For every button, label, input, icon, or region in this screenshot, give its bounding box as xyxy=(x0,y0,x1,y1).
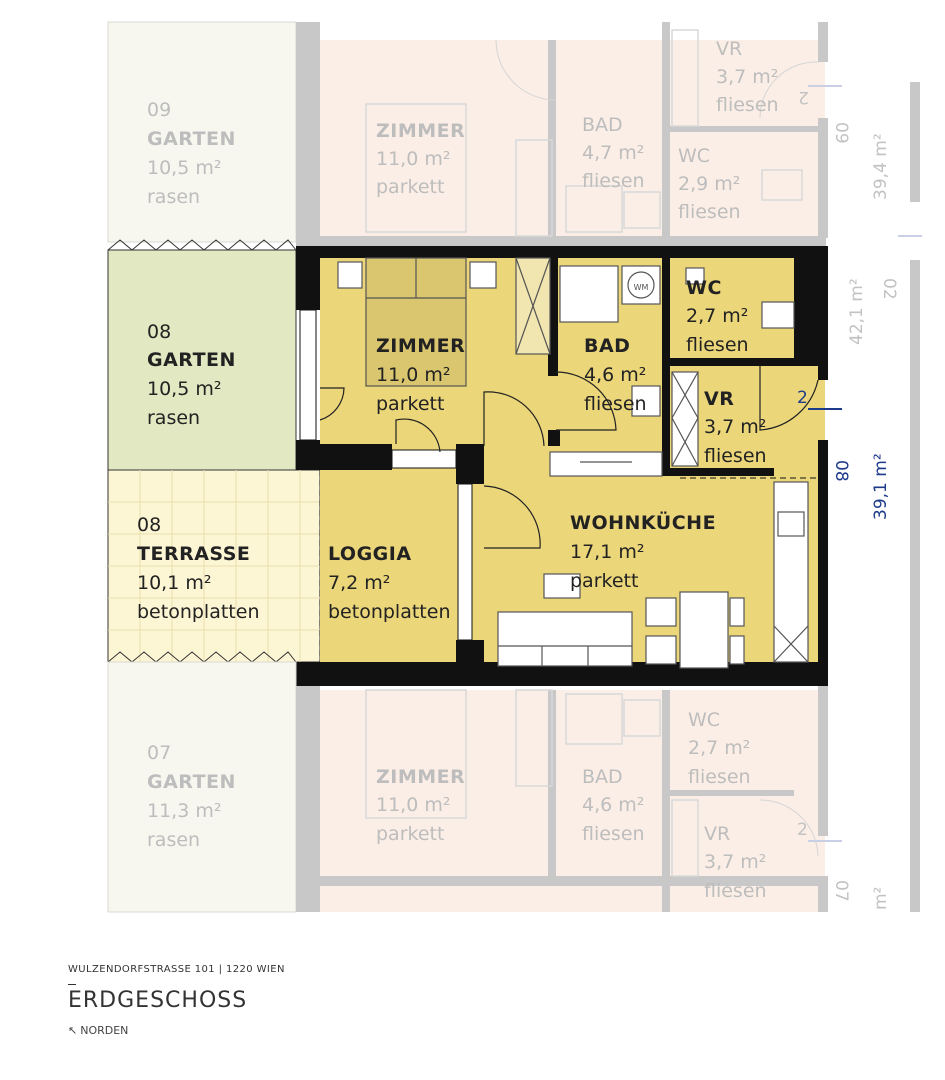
unit-07: 07 GARTEN 11,3 m² rasen ZIMMER 11,0 m² p… xyxy=(107,661,891,913)
vr-09-name: VR xyxy=(716,38,742,60)
garden-08-finish: rasen xyxy=(147,407,200,429)
floor-plan: 09 GARTEN 10,5 m² rasen ZIMMER 11,0 m² p… xyxy=(107,21,922,913)
garden-08-name: GARTEN xyxy=(147,349,236,371)
unit-09: 09 GARTEN 10,5 m² rasen ZIMMER 11,0 m² p… xyxy=(107,21,828,248)
zimmer-name: ZIMMER xyxy=(376,335,465,357)
wc-07-finish: fliesen xyxy=(688,766,751,788)
wc-name: WC xyxy=(686,277,722,299)
zimmer-area: 11,0 m² xyxy=(376,364,450,386)
bad-07-area: 4,6 m² xyxy=(582,794,644,816)
side-nr-09: 09 xyxy=(831,122,851,144)
loggia-finish: betonplatten xyxy=(328,601,450,623)
side-nr-07: 07 xyxy=(831,880,851,902)
garden-07-nr: 07 xyxy=(147,742,171,764)
garden-08-nr: 08 xyxy=(147,321,171,343)
loggia-area: 7,2 m² xyxy=(328,572,390,594)
floor-title: ERDGESCHOSS xyxy=(68,988,248,1013)
side-area-08: 39,1 m² xyxy=(871,453,891,520)
garden-07-name: GARTEN xyxy=(147,771,236,793)
kitchen-name: WOHNKÜCHE xyxy=(570,510,716,534)
terrace-finish: betonplatten xyxy=(137,601,259,623)
zimmer-09-area: 11,0 m² xyxy=(376,148,450,170)
wc-07-area: 2,7 m² xyxy=(688,737,750,759)
zimmer-07-area: 11,0 m² xyxy=(376,794,450,816)
unit-09-markers: 2 09 39,4 m² xyxy=(798,85,891,200)
wc-09-finish: fliesen xyxy=(678,201,741,223)
bad-09-finish: fliesen xyxy=(582,170,645,192)
project-address: WULZENDORFSTRASSE 101 | 1220 WIEN xyxy=(68,964,285,975)
vr-area: 3,7 m² xyxy=(704,416,766,438)
north-arrow-icon: ↖ xyxy=(68,1024,78,1037)
side-nr-08: 08 xyxy=(831,460,851,482)
side-area-09: 39,4 m² xyxy=(871,133,891,200)
side-area-02: 42,1 m² xyxy=(847,278,867,345)
zimmer-09-finish: parkett xyxy=(376,176,444,198)
zimmer-09-name: ZIMMER xyxy=(376,120,465,142)
vr-09-finish: fliesen xyxy=(716,94,779,116)
wc-finish: fliesen xyxy=(686,334,749,356)
bad-name: BAD xyxy=(584,335,630,357)
vr-07-name: VR xyxy=(704,823,730,845)
zimmer-07-finish: parkett xyxy=(376,823,444,845)
bad-07-finish: fliesen xyxy=(582,823,645,845)
terrace-name: TERRASSE xyxy=(137,543,250,565)
vr-09-area: 3,7 m² xyxy=(716,66,778,88)
garden-09-name: GARTEN xyxy=(147,128,236,150)
wc-09-name: WC xyxy=(678,145,710,167)
footer-divider xyxy=(68,984,76,985)
side-nr-02: 02 xyxy=(879,278,899,300)
zimmer-07-name: ZIMMER xyxy=(376,766,465,788)
garden-07-finish: rasen xyxy=(147,829,200,851)
zimmer-finish: parkett xyxy=(376,393,444,415)
vr-07-finish: fliesen xyxy=(704,880,767,902)
side-area-07: m² xyxy=(871,887,891,910)
bad-area: 4,6 m² xyxy=(584,364,646,386)
kitchen-finish: parkett xyxy=(570,570,638,592)
bad-07-name: BAD xyxy=(582,766,623,788)
vr-finish: fliesen xyxy=(704,445,767,467)
kitchen-area: 17,1 m² xyxy=(570,541,644,563)
vr-07-area: 3,7 m² xyxy=(704,851,766,873)
door-nr-08: 2 xyxy=(797,388,808,408)
garden-09-nr: 09 xyxy=(147,99,171,121)
terrace-nr: 08 xyxy=(137,514,161,536)
garden-08-area: 10,5 m² xyxy=(147,378,221,400)
door-nr-07: 2 xyxy=(797,820,808,840)
vr-name: VR xyxy=(704,388,734,410)
washer-label: WM xyxy=(634,283,649,292)
bad-09-area: 4,7 m² xyxy=(582,142,644,164)
garden-07-area: 11,3 m² xyxy=(147,800,221,822)
garden-09-area: 10,5 m² xyxy=(147,157,221,179)
loggia-name: LOGGIA xyxy=(328,543,412,565)
wc-area: 2,7 m² xyxy=(686,305,748,327)
wc-09-area: 2,9 m² xyxy=(678,173,740,195)
terrace-area: 10,1 m² xyxy=(137,572,211,594)
north-label: NORDEN xyxy=(80,1024,129,1037)
unit-08: WM 08 GARTEN 10,5 m² rasen 08 TERRASSE 1… xyxy=(107,239,899,686)
wc-07-name: WC xyxy=(688,709,720,731)
door-nr-09: 2 xyxy=(798,87,809,107)
garden-09-finish: rasen xyxy=(147,186,200,208)
north-indicator: ↖NORDEN xyxy=(68,1024,128,1037)
bad-09-name: BAD xyxy=(582,114,623,136)
bad-finish: fliesen xyxy=(584,393,647,415)
